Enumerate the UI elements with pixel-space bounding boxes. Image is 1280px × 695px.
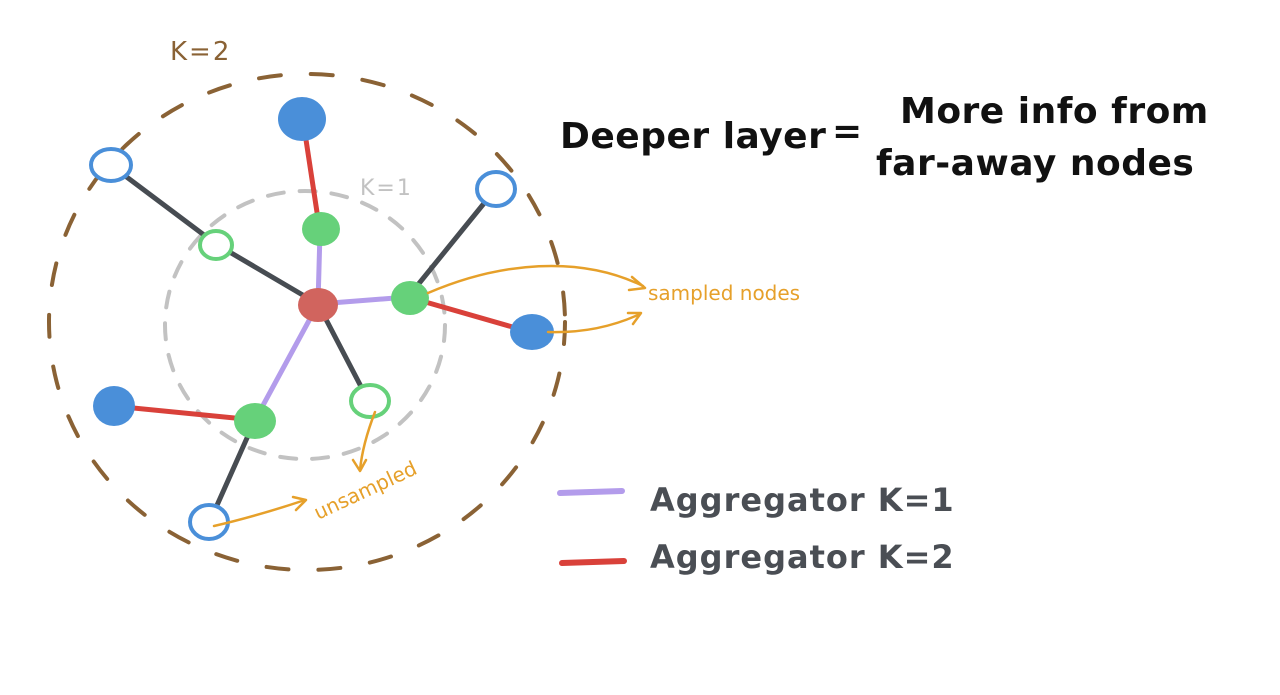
legend: Aggregator K=1 Aggregator K=2 bbox=[557, 481, 955, 576]
hop2-sampled-node bbox=[93, 386, 135, 426]
unsampled-edge-center-left bbox=[213, 241, 321, 307]
headline-left: Deeper layer bbox=[560, 116, 826, 157]
headline-right-line1: More info from bbox=[900, 91, 1209, 132]
hop1-sampled-node bbox=[391, 281, 429, 315]
sampled-arrow-lower bbox=[546, 312, 642, 334]
unsampled-arrow-up bbox=[358, 410, 377, 472]
k2-edge-right bbox=[405, 294, 533, 335]
nodes bbox=[89, 97, 554, 541]
legend-label-k1: Aggregator K=1 bbox=[650, 481, 955, 519]
hop1-sampled-node bbox=[302, 212, 340, 246]
sampled-arrow-upper bbox=[426, 264, 645, 295]
legend-label-k2: Aggregator K=2 bbox=[650, 538, 955, 576]
hop1-unsampled-node bbox=[198, 229, 234, 261]
k1-edge-down bbox=[252, 301, 321, 423]
k2-ring bbox=[47, 72, 567, 572]
legend-swatch-k1 bbox=[557, 488, 625, 496]
center-node bbox=[298, 288, 338, 322]
hop1-sampled-node bbox=[234, 403, 276, 439]
hop2-sampled-node bbox=[510, 314, 554, 350]
headline-equals: = bbox=[832, 111, 863, 152]
unsampled-arrow-up-head bbox=[351, 458, 368, 473]
hop2-unsampled-node bbox=[475, 170, 517, 208]
sampled-nodes-label: sampled nodes bbox=[648, 281, 800, 305]
unsampled-arrow-down-head bbox=[291, 495, 308, 512]
unsampled-edge-topleft bbox=[109, 163, 219, 247]
hop2-sampled-node bbox=[278, 97, 326, 141]
unsampled-edge-topright bbox=[405, 188, 497, 300]
k2-ring-label: K=2 bbox=[170, 37, 231, 67]
annotation-arrows bbox=[212, 264, 647, 528]
hop1-unsampled-node bbox=[349, 383, 391, 419]
k1-ring bbox=[163, 189, 447, 461]
hop2-unsampled-node bbox=[89, 147, 133, 183]
unsampled-label: unsampled bbox=[310, 456, 421, 525]
k2-edge-left bbox=[110, 403, 258, 423]
hop2-unsampled-node bbox=[188, 503, 230, 541]
headline-right-line2: far-away nodes bbox=[876, 143, 1194, 184]
sampled-arrow-upper-head bbox=[627, 275, 647, 292]
legend-swatch-k2 bbox=[559, 558, 627, 566]
unsampled-arrow-down bbox=[212, 498, 307, 528]
k1-ring-label: K=1 bbox=[360, 176, 413, 201]
sampled-arrow-lower-head bbox=[626, 311, 643, 326]
